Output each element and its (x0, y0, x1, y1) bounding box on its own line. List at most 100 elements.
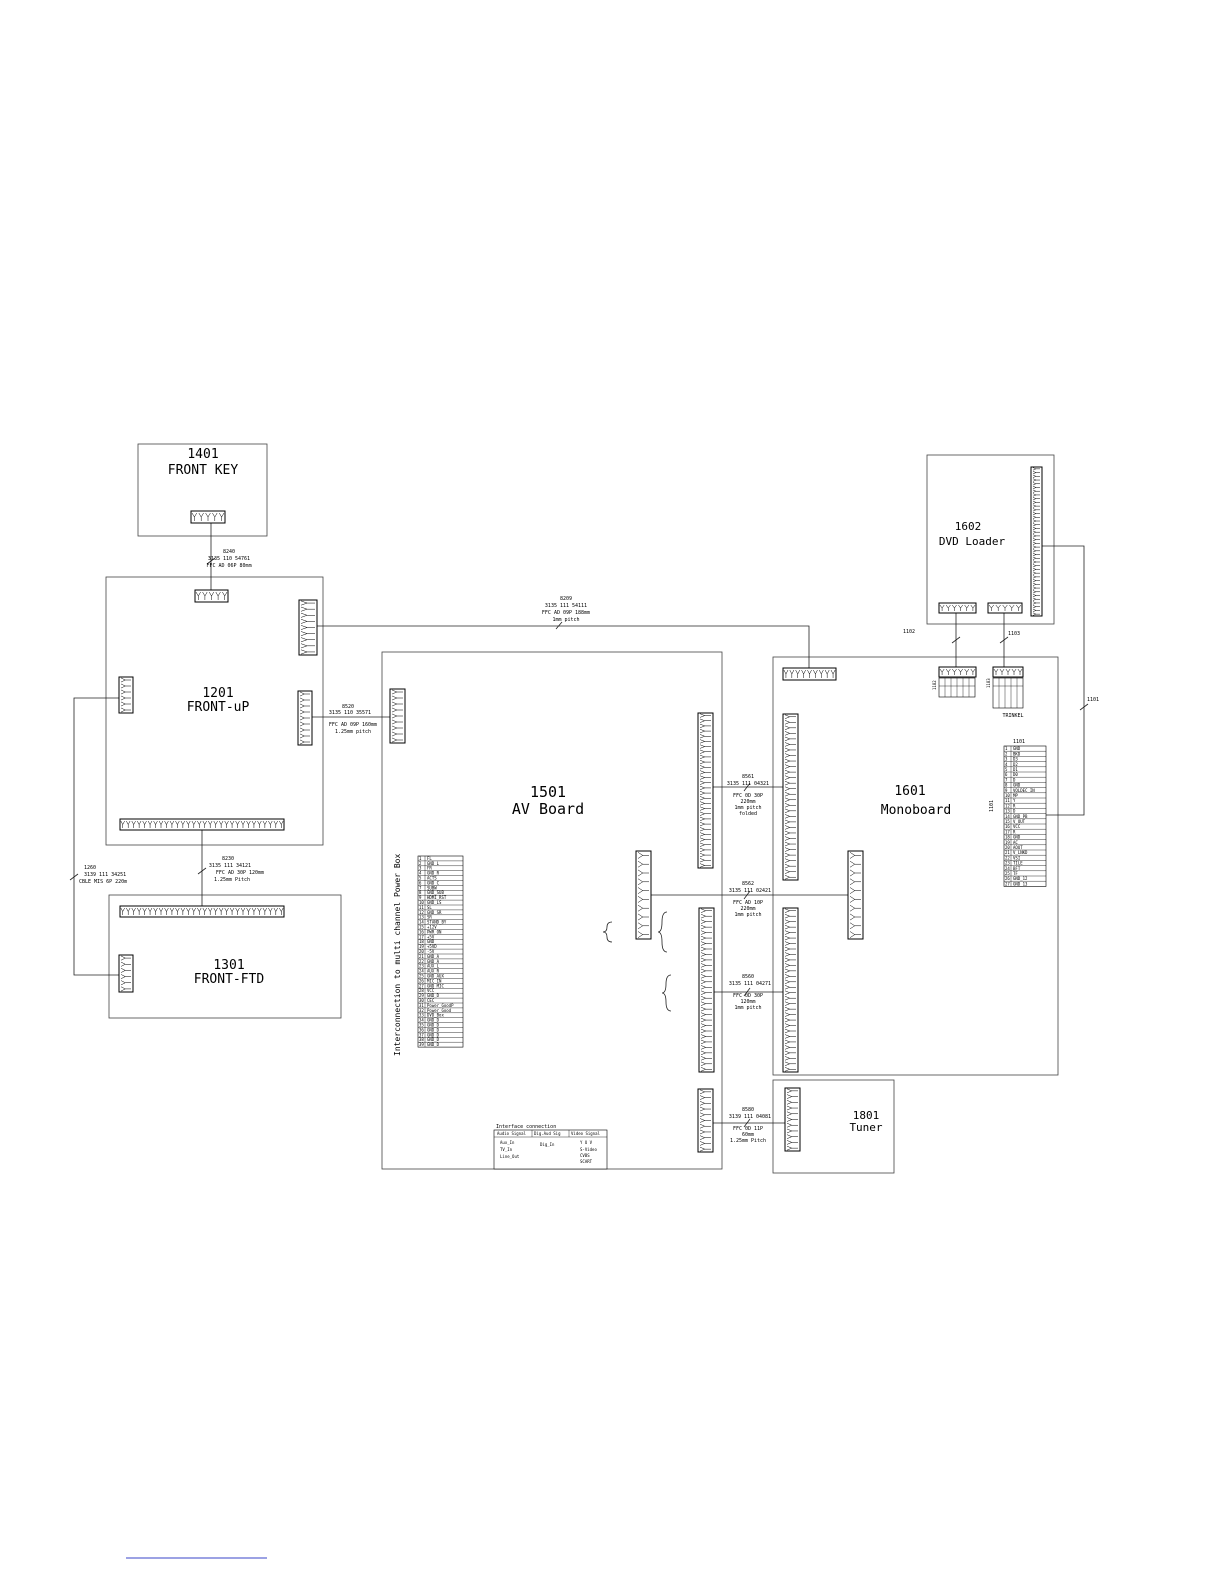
power-box-pin-number: 25 (419, 974, 424, 979)
board-id: 1601 (894, 784, 925, 799)
cable-mark (999, 636, 1009, 644)
power-box-pin-number: 18 (419, 939, 424, 944)
interface-cell: Line_Out (500, 1154, 520, 1159)
cable-spec: FFC AD 10P (733, 900, 763, 906)
cable-code: 8560 (742, 974, 754, 980)
cable-length: 120mm (740, 999, 755, 1005)
power-box-signal: GND_D (427, 1023, 440, 1028)
cable-spec: FFC 0D 30P (733, 793, 763, 799)
power-box-signal: ACTS (427, 876, 437, 881)
cable-part: 3135 111 04321 (727, 781, 769, 787)
connector-label-1102: 1102 (903, 629, 915, 635)
monoboard-signal: D (1013, 777, 1016, 782)
connectors (118, 466, 1043, 1153)
cable-pitch: 1mm pitch (734, 1005, 761, 1011)
power-box-pin-number: 8 (419, 890, 422, 895)
monoboard-pin-number: 2 (1005, 751, 1008, 756)
wires (69, 523, 1089, 1128)
board-id: 1301 (213, 958, 244, 973)
board-id: 1602 (955, 520, 982, 533)
cable-mark (743, 987, 751, 997)
power-box-signal: GND_D (427, 1032, 440, 1037)
power-box-signal: SUBW (427, 885, 437, 890)
cable-part: 3135 111 04271 (729, 981, 771, 987)
connector-1201-bottom (119, 818, 285, 831)
board-id: 1401 (187, 447, 218, 462)
cable-label-8580: 8580 3139 111 04081 FFC 0D 11P 60mm 1.25… (729, 1107, 771, 1144)
monoboard-pin-number: 11 (1005, 798, 1010, 803)
power-box-pin-number: 3 (419, 866, 422, 871)
cable-label-8560: 8560 3135 111 04271 FFC 0D 30P 120mm 1mm… (729, 974, 771, 1011)
power-box-signal: GND_D (427, 1018, 440, 1023)
cable-pitch: 1mm pitch (734, 805, 761, 811)
connector-1501-mid (635, 850, 652, 940)
power-box-pin-number: 21 (419, 954, 424, 959)
cable-length: 60mm (742, 1132, 754, 1138)
power-box-pin-number: 36 (419, 1027, 424, 1032)
power-box-pin-number: 15 (419, 925, 424, 930)
monoboard-signal: R (1013, 829, 1016, 834)
connector-label-1103: 1103 (1008, 631, 1020, 637)
cable-mark (743, 1118, 751, 1128)
connector-1301-top (119, 905, 285, 918)
wire-8209 (317, 625, 810, 668)
brace (602, 921, 613, 943)
power-box-pin-number: 17 (419, 934, 424, 939)
monoboard-signal: GND (1013, 783, 1021, 788)
monoboard-pin-number: 18 (1005, 835, 1010, 840)
monoboard-signal: VOLDEC_IN (1013, 788, 1035, 793)
cable-label-8240: 8240 3135 110 54761 FFC AD 06P 80mm (206, 549, 251, 569)
cable-code: 8562 (742, 881, 754, 887)
cable-label-8562: 8562 3135 111 02421 FFC AD 10P 220mm 1mm… (729, 881, 771, 918)
power-box-pin-number: 37 (419, 1032, 424, 1037)
monoboard-pin-number: 16 (1005, 824, 1010, 829)
board-name: FRONT KEY (168, 463, 239, 478)
power-box-label: Interconnection to multi channel Power B… (393, 854, 402, 1056)
monoboard-signal: GND_PB (1013, 814, 1028, 819)
cable-pitch: 1.25mm Pitch (730, 1138, 766, 1144)
board-id: 1801 (853, 1109, 880, 1122)
connector-label-1101-side: 1101 (989, 800, 995, 812)
cable-label-8209: 8209 3135 111 54111 FFC AD 09P 188mm 1mm… (542, 596, 590, 623)
monoboard-signal: VCC (1013, 824, 1021, 829)
interface-cell: Y U V (580, 1140, 593, 1145)
monoboard-signal: GND_13 (1013, 881, 1028, 886)
monoboard-signal: D3 (1013, 757, 1018, 762)
monoboard-pin-number: 25 (1005, 871, 1010, 876)
power-box-signal: GND_C (427, 880, 440, 885)
power-box-pin-number: 6 (419, 880, 422, 885)
monoboard-pin-number: 12 (1005, 803, 1010, 808)
monoboard-signal: BKD (1013, 751, 1021, 756)
interface-header: Dig.Aud Sig (534, 1131, 561, 1136)
pin-table-1103 (992, 677, 1024, 709)
cable-code: 8561 (742, 774, 754, 780)
connector-1102-b (938, 666, 977, 678)
monoboard-pin-number: 3 (1005, 757, 1008, 762)
cable-code: 8520 (342, 704, 354, 710)
power-box-signal: GND_D (427, 1027, 440, 1032)
cable-length: 220mm (740, 906, 755, 912)
connector-1601-upper (782, 713, 799, 881)
monoboard-signal: VSI (1013, 855, 1021, 860)
power-box-pin-number: 28 (419, 988, 424, 993)
connector-1601-top (782, 667, 837, 681)
power-box-pin-number: 24 (419, 969, 424, 974)
power-box-signal: GND_L (427, 861, 440, 866)
power-box-pin-number: 11 (419, 905, 424, 910)
cable-spec: FFC AD 06P 80mm (206, 563, 251, 569)
connector-1602-edge (1030, 466, 1043, 617)
interface-cell: Dig_In (540, 1142, 555, 1147)
power-box-pin-number: 10 (419, 900, 424, 905)
monoboard-pin-number: 21 (1005, 850, 1010, 855)
power-box-pin-number: 9 (419, 895, 422, 900)
power-box-signal: GND_D (427, 1037, 440, 1042)
power-box-signal: AUX_L (427, 964, 440, 969)
cable-mark (555, 621, 563, 630)
power-box-pin-number: 30 (419, 998, 424, 1003)
trinkel-label: TRINKEL (1002, 713, 1023, 719)
power-box-signal: GND_A (427, 959, 440, 964)
monoboard-pin-number: 17 (1005, 829, 1010, 834)
power-box-pin-number: 2 (419, 861, 422, 866)
power-box-signal: STAND_BY (427, 920, 447, 925)
